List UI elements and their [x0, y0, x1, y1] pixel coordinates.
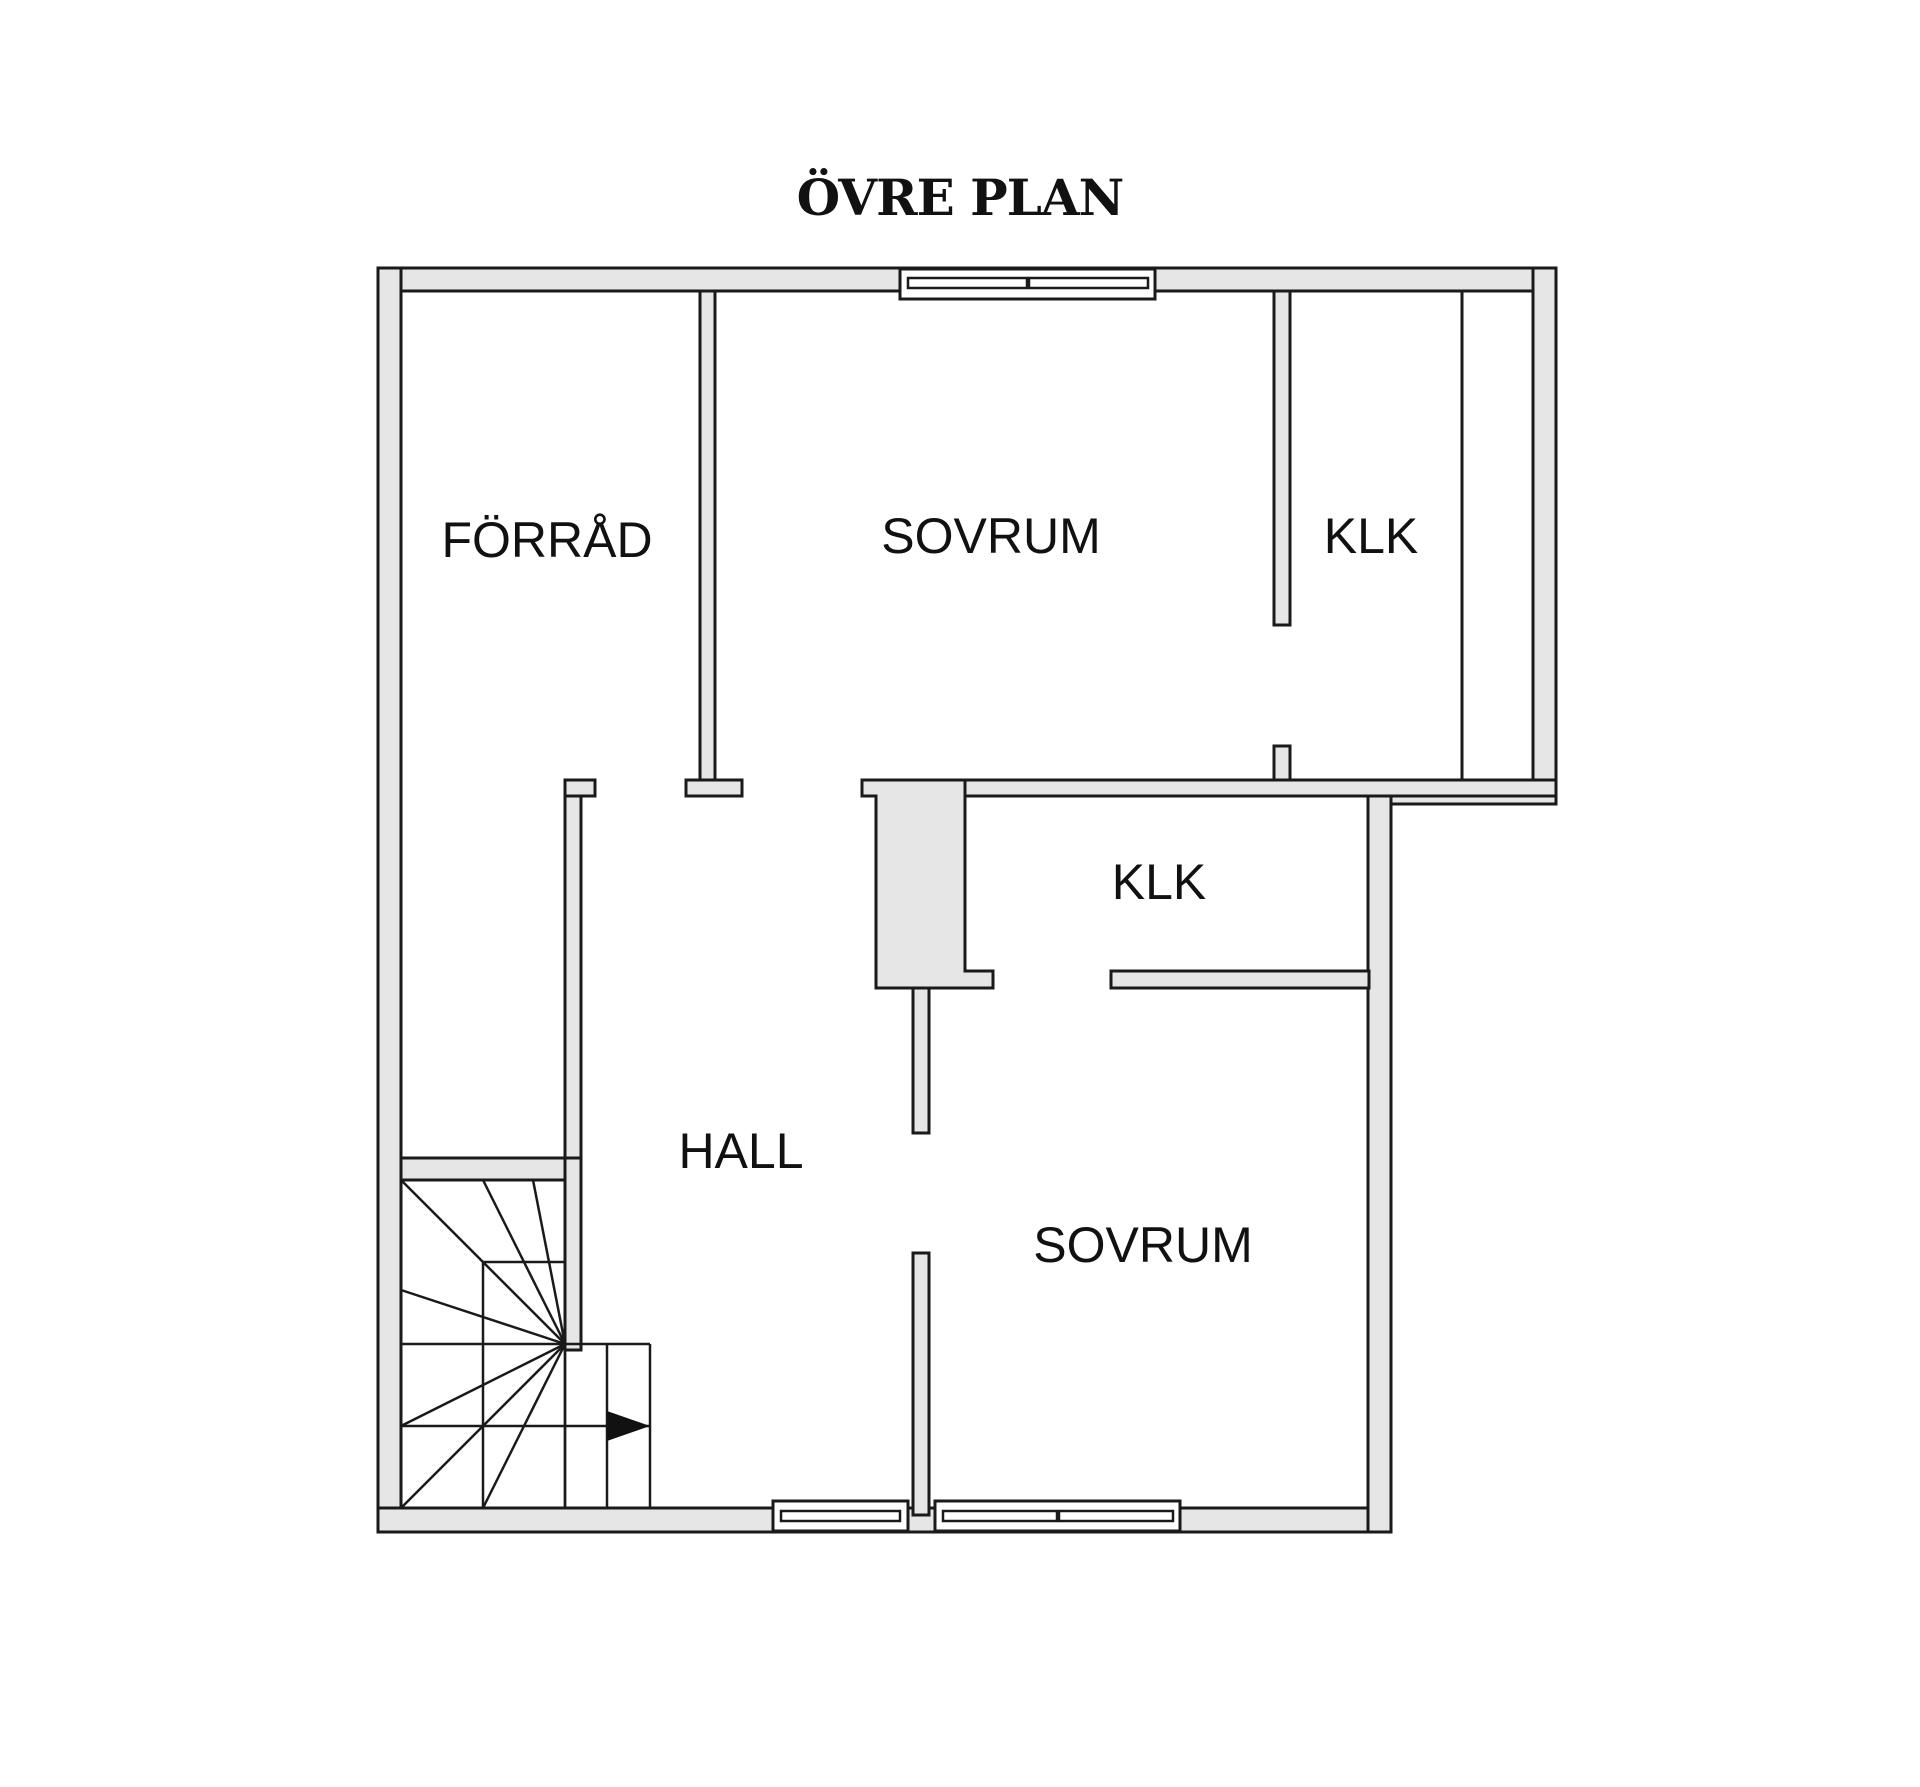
wall-right-upper [1531, 266, 1558, 806]
wall-hall-bedroom-lower [911, 1251, 931, 1517]
label-hall: HALL [678, 1123, 803, 1179]
wall-closet-bedroom-right [1109, 969, 1371, 990]
wall-left [376, 266, 403, 1534]
label-bedroom-bottom: SOVRUM [1033, 1217, 1252, 1273]
wall-shaft-block [860, 778, 995, 990]
wall-hall-bedroom-upper [911, 986, 931, 1135]
arrow-right-icon [607, 1411, 650, 1441]
label-storage: FÖRRÅD [441, 512, 652, 568]
wall-stair-right [563, 1156, 583, 1352]
outer-walls [376, 266, 1558, 1534]
label-closet-middle: KLK [1112, 854, 1207, 910]
window-bottom-right [933, 1499, 1182, 1533]
wall-hall-left [563, 778, 583, 1162]
wall-hall-left-cap [563, 778, 597, 798]
wall-bedroom-closet-upper [1272, 289, 1292, 627]
window-top [898, 267, 1157, 301]
room-labels: FÖRRÅD SOVRUM KLK KLK HALL SOVRUM [441, 508, 1418, 1273]
staircase [399, 1178, 652, 1510]
wall-right-lower [1366, 778, 1393, 1534]
wall-bedroom-closet-stub [1272, 744, 1292, 783]
interior-walls [399, 289, 1558, 1517]
label-bedroom-top: SOVRUM [881, 508, 1100, 564]
plan-title: ÖVRE PLAN [796, 168, 1125, 227]
wall-storage-bedroom-return [684, 778, 744, 798]
wall-storage-bedroom [698, 289, 717, 783]
label-closet-top: KLK [1324, 508, 1419, 564]
wall-storage-stair [399, 1156, 583, 1182]
window-bottom-left [771, 1499, 910, 1533]
